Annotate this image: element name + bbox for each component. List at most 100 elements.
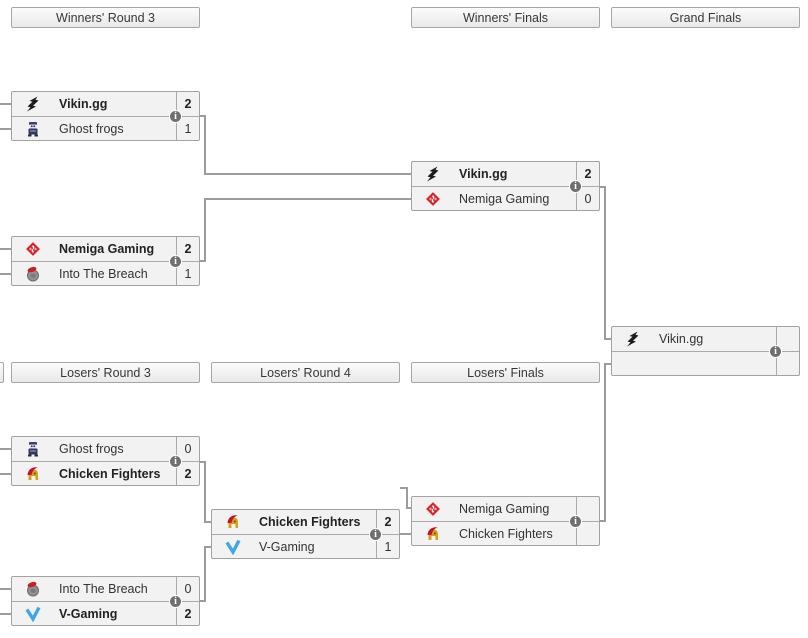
- connector-line: [204, 461, 206, 523]
- team-name[interactable]: Chicken Fighters: [459, 526, 553, 541]
- chicken-fighters-trojan-helmet-icon: [425, 526, 441, 542]
- team-name[interactable]: Ghost frogs: [59, 121, 124, 136]
- team-score: 2: [176, 602, 199, 625]
- connector-line: [199, 600, 206, 602]
- connector-line: [604, 186, 606, 340]
- connector-line: [0, 273, 11, 275]
- team-score: 2: [576, 162, 599, 186]
- team-name[interactable]: Nemiga Gaming: [459, 191, 550, 206]
- chicken-fighters-trojan-helmet-icon: [225, 514, 241, 530]
- connector-line: [204, 198, 206, 262]
- connector-line: [199, 461, 206, 463]
- team-score: 0: [176, 437, 199, 461]
- team-name[interactable]: Chicken Fighters: [259, 515, 361, 529]
- team-score: 0: [176, 577, 199, 601]
- team-row[interactable]: V-Gaming 2: [12, 601, 199, 625]
- team-row[interactable]: Vikin.gg 2: [12, 92, 199, 116]
- team-name[interactable]: Ghost frogs: [59, 442, 124, 456]
- match-losers-round3-2: Into The Breach 0 V-Gaming 2 i: [11, 576, 200, 626]
- match-info-icon[interactable]: i: [169, 595, 182, 608]
- connector-line: [599, 186, 606, 188]
- match-info-icon[interactable]: i: [369, 528, 382, 541]
- team-name[interactable]: Vikin.gg: [659, 332, 704, 346]
- team-row[interactable]: Chicken Fighters: [412, 521, 599, 545]
- team-row[interactable]: Chicken Fighters 2: [212, 510, 399, 534]
- nemiga-red-diamond-icon: [425, 191, 441, 207]
- team-row[interactable]: V-Gaming 1: [212, 534, 399, 558]
- connector-line: [604, 363, 613, 365]
- team-score: [776, 327, 799, 351]
- team-score: 1: [376, 535, 399, 558]
- header-winners-round-3: Winners' Round 3: [11, 7, 200, 28]
- match-info-icon[interactable]: i: [169, 110, 182, 123]
- chicken-fighters-trojan-helmet-icon: [25, 466, 41, 482]
- connector-line: [199, 115, 206, 117]
- nemiga-red-diamond-icon: [425, 501, 441, 517]
- team-row[interactable]: Nemiga Gaming 2: [12, 237, 199, 261]
- team-name[interactable]: Vikin.gg: [459, 167, 508, 181]
- team-row[interactable]: Chicken Fighters 2: [12, 461, 199, 485]
- header-losers-finals: Losers' Finals: [411, 362, 600, 383]
- match-losers-round4: Chicken Fighters 2 V-Gaming 1 i: [211, 509, 400, 559]
- connector-line: [204, 521, 213, 523]
- into-the-breach-helmet-icon: [25, 581, 41, 597]
- connector-line: [406, 487, 408, 509]
- team-row[interactable]: Nemiga Gaming 0: [412, 186, 599, 210]
- team-score: 2: [376, 510, 399, 534]
- match-winners-finals: Vikin.gg 2 Nemiga Gaming 0 i: [411, 161, 600, 211]
- team-row[interactable]: Vikin.gg 2: [412, 162, 599, 186]
- connector-line: [0, 588, 11, 590]
- match-info-icon[interactable]: i: [569, 180, 582, 193]
- connector-line: [0, 473, 11, 475]
- team-score: 2: [176, 462, 199, 485]
- team-name[interactable]: V-Gaming: [59, 606, 118, 621]
- connector-line: [0, 613, 11, 615]
- connector-line: [604, 338, 613, 340]
- team-name[interactable]: Nemiga Gaming: [459, 502, 550, 516]
- team-row[interactable]: Vikin.gg: [612, 327, 799, 351]
- connector-line: [199, 260, 206, 262]
- team-name[interactable]: Into The Breach: [59, 582, 148, 596]
- team-score: 1: [176, 117, 199, 140]
- match-info-icon[interactable]: i: [169, 455, 182, 468]
- team-score: [576, 497, 599, 521]
- team-row[interactable]: Into The Breach 1: [12, 261, 199, 285]
- team-name[interactable]: V-Gaming: [259, 539, 315, 554]
- team-score: [576, 522, 599, 545]
- match-winners-round3-1: Vikin.gg 2 Ghost frogs 1 i: [11, 91, 200, 141]
- header-losers-round-3: Losers' Round 3: [11, 362, 200, 383]
- team-row[interactable]: Into The Breach 0: [12, 577, 199, 601]
- match-info-icon[interactable]: i: [169, 255, 182, 268]
- header-winners-finals: Winners' Finals: [411, 7, 600, 28]
- team-score: 0: [576, 187, 599, 210]
- connector-line: [204, 198, 411, 200]
- team-row[interactable]: Nemiga Gaming: [412, 497, 599, 521]
- connector-line: [0, 103, 11, 105]
- team-row[interactable]: Ghost frogs 1: [12, 116, 199, 140]
- team-row[interactable]: Ghost frogs 0: [12, 437, 199, 461]
- match-losers-finals: Nemiga Gaming Chicken Fighters i: [411, 496, 600, 546]
- team-score: 2: [176, 237, 199, 261]
- into-the-breach-helmet-icon: [25, 265, 41, 282]
- team-name[interactable]: Nemiga Gaming: [59, 242, 155, 256]
- team-score: [776, 352, 799, 375]
- connector-line: [204, 173, 411, 175]
- connector-line: [204, 546, 213, 548]
- team-name[interactable]: Into The Breach: [59, 266, 148, 281]
- match-info-icon[interactable]: i: [769, 345, 782, 358]
- team-score: 2: [176, 92, 199, 116]
- header-fragment: [0, 362, 4, 383]
- connector-line: [0, 448, 11, 450]
- vikin-gg-lightning-icon: [425, 166, 441, 182]
- match-grand-finals: Vikin.gg i: [611, 326, 800, 376]
- match-info-icon[interactable]: i: [569, 515, 582, 528]
- team-name[interactable]: Chicken Fighters: [59, 466, 161, 481]
- connector-line: [204, 115, 206, 175]
- team-name[interactable]: Vikin.gg: [59, 97, 108, 111]
- ghost-frogs-sprite-icon: [25, 121, 41, 137]
- v-gaming-blue-v-icon: [225, 538, 241, 555]
- connector-line: [0, 248, 11, 250]
- team-row[interactable]: [612, 351, 799, 375]
- v-gaming-blue-v-icon: [25, 605, 41, 622]
- connector-line: [0, 128, 11, 130]
